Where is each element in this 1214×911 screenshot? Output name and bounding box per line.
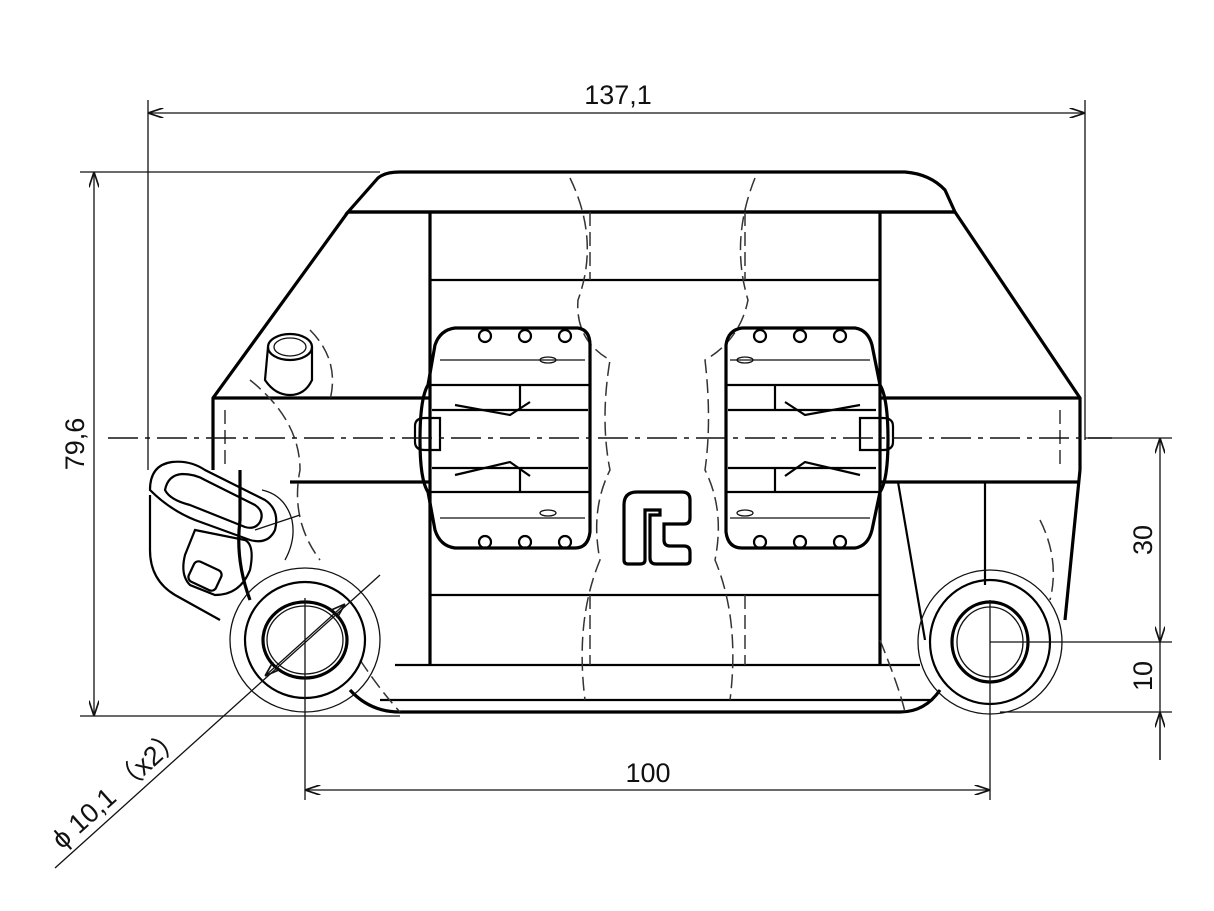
piston-window-right — [724, 326, 895, 550]
hidden-lines — [224, 177, 1061, 713]
dimension-overall-width: 137,1 — [147, 80, 1086, 470]
bleeder-fitting — [148, 332, 314, 621]
overall-width-label: 137,1 — [584, 80, 652, 110]
brand-logo-icon — [622, 490, 692, 566]
piston-window-left — [413, 326, 592, 550]
dimension-hole-diameter: ϕ 10,1 （x2） — [46, 574, 381, 869]
dimension-mount-heights: 30 10 — [1000, 437, 1172, 760]
dimension-overall-height: 79,6 — [60, 171, 400, 717]
hole-diameter-label: ϕ 10,1 （x2） — [46, 722, 189, 855]
hole-spacing-label: 100 — [625, 758, 670, 788]
mount-height-lower-label: 10 — [1128, 661, 1158, 691]
dimension-hole-spacing: 100 — [305, 758, 990, 790]
center-lines — [108, 437, 1172, 800]
mount-height-upper-label: 30 — [1128, 525, 1158, 555]
overall-height-label: 79,6 — [60, 418, 90, 471]
caliper-body — [211, 170, 1082, 714]
